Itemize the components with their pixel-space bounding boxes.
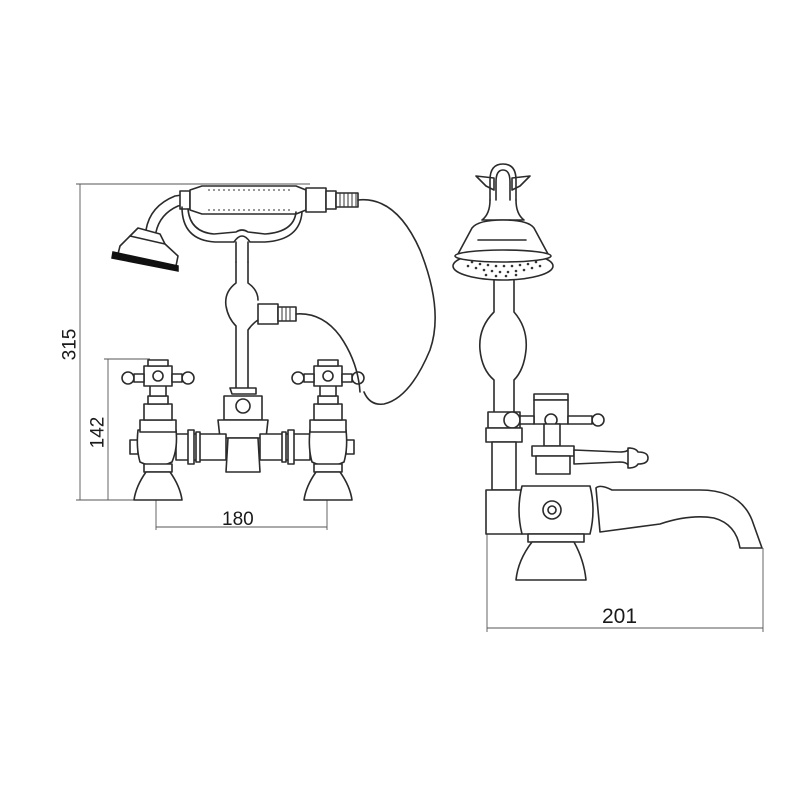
riser-column <box>224 261 297 389</box>
bridge-arms <box>175 429 311 465</box>
dimension-142 <box>104 358 150 500</box>
bath-spout <box>595 485 763 549</box>
side-view <box>452 163 764 632</box>
handset-cradle <box>181 206 303 263</box>
dimension-label-201: 201 <box>602 605 638 628</box>
bridge-center <box>217 387 269 473</box>
side-tap-body <box>485 485 594 581</box>
dimension-label-180: 180 <box>222 509 254 530</box>
flexible-hose <box>295 198 436 406</box>
side-crosshead-tap <box>519 393 605 475</box>
handset-shower-head <box>111 194 183 272</box>
diverter-lever <box>573 447 649 469</box>
riser-pipe <box>478 279 528 491</box>
front-view <box>76 183 436 530</box>
ceramic-handle <box>179 185 359 215</box>
rose-holes <box>466 260 542 278</box>
crosshead-tap-left <box>121 359 195 501</box>
dimension-label-142: 142 <box>87 416 109 449</box>
dimension-315 <box>76 183 310 501</box>
hook-cradle <box>475 163 531 221</box>
shower-rose <box>452 219 554 281</box>
dimension-180 <box>155 500 328 530</box>
crosshead-tap-right <box>291 359 365 501</box>
dimension-label-315: 315 <box>59 328 81 361</box>
